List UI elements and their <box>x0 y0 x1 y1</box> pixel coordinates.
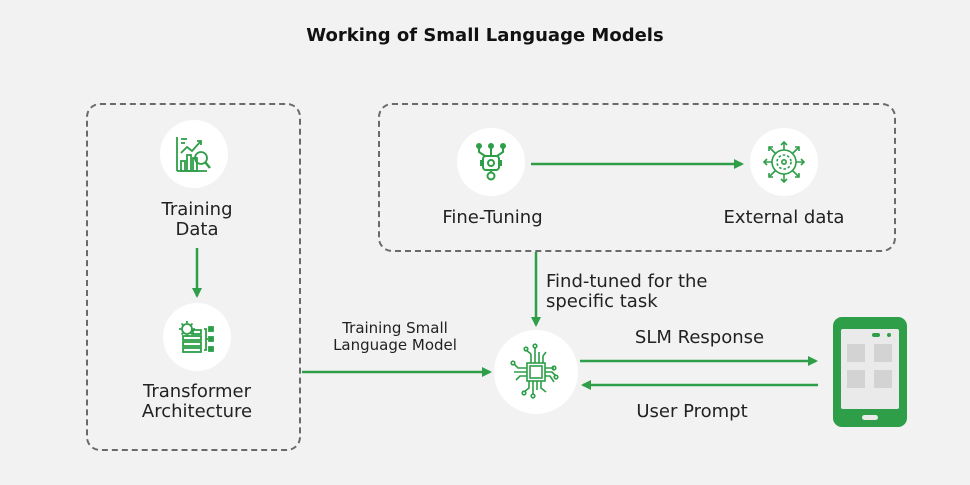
finetuned-edge-label-line2: specific task <box>546 291 658 312</box>
phone-app-tile <box>874 344 892 362</box>
training-data-label: Training Data <box>120 200 274 240</box>
transformer-label: Transformer Architecture <box>110 382 284 422</box>
slm-response-label: SLM Response <box>634 327 765 348</box>
transformer-node <box>163 303 231 371</box>
phone-app-tile <box>847 370 865 388</box>
phone-home-button <box>862 415 878 420</box>
transformer-label-line1: Transformer <box>142 381 251 402</box>
training-slm-edge-label-line2: Language Model <box>333 336 457 354</box>
finetuned-edge-label-line1: Find-tuned for the <box>546 271 708 292</box>
phone-camera-dot <box>887 333 891 337</box>
training-group-box <box>86 103 301 451</box>
phone-camera-pill <box>872 333 880 337</box>
slm-chip-node <box>494 330 578 414</box>
phone-app-tile <box>847 344 865 362</box>
fine-tuning-node <box>457 128 525 196</box>
robot-tuning-icon <box>476 143 506 181</box>
transformer-label-line2: Architecture <box>141 401 253 422</box>
finetuned-edge-label: Find-tuned for the specific task <box>546 272 707 312</box>
diagram-title: Working of Small Language Models <box>306 25 664 46</box>
server-gear-icon <box>179 321 214 353</box>
smartphone-icon <box>841 329 899 409</box>
external-data-label: External data <box>723 207 845 228</box>
training-data-label-line2: Data <box>175 219 219 240</box>
smartphone-device <box>833 317 907 427</box>
phone-app-tile <box>874 370 892 388</box>
external-data-node <box>750 128 818 196</box>
virus-network-icon <box>762 140 806 184</box>
training-slm-edge-label-line1: Training Small <box>342 319 448 337</box>
fine-tuning-label: Fine-Tuning <box>442 207 543 228</box>
training-slm-edge-label: Training Small Language Model <box>315 320 475 354</box>
chip-icon <box>510 343 559 399</box>
user-prompt-label: User Prompt <box>636 401 748 422</box>
training-data-label-line1: Training <box>161 199 233 220</box>
finetuning-group-box <box>378 103 896 252</box>
training-data-node <box>160 120 228 188</box>
data-analysis-icon <box>176 137 211 172</box>
